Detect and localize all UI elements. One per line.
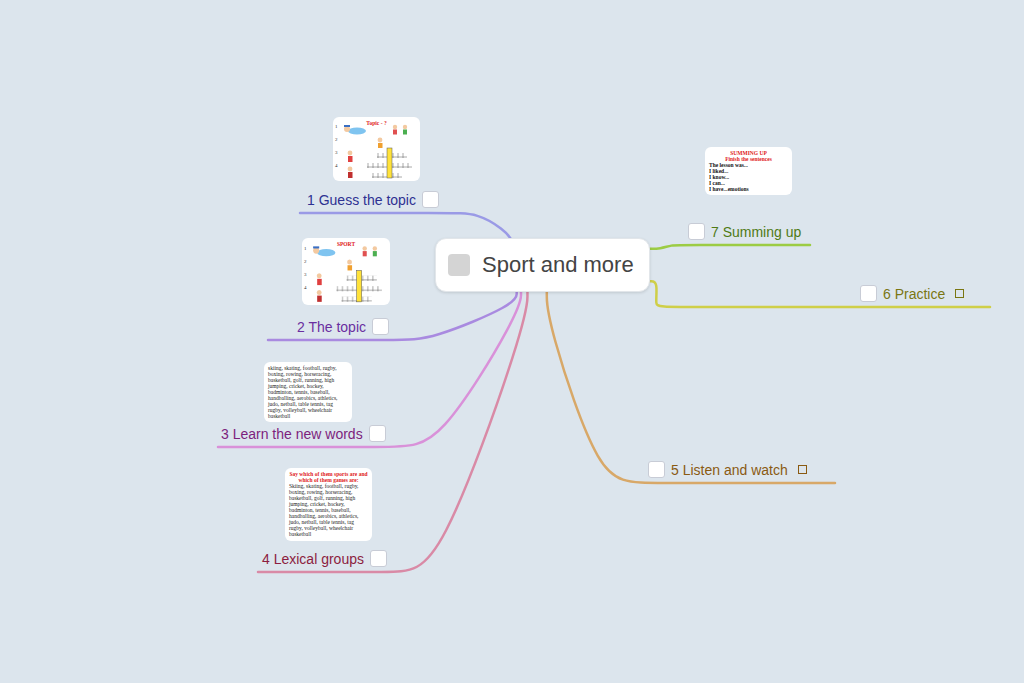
topic-text: 4 Lexical groups <box>262 551 364 567</box>
thumbnail-text: Topic - ? <box>337 120 416 126</box>
branch-topic: 1 Guess the topic Topic - ? <box>300 117 448 213</box>
thumbnail-card: SUMMING UPFinish the sentencesThe lesson… <box>705 147 792 195</box>
thumbnail-text: Skiing, skating, football, rugby, boxing… <box>289 483 368 537</box>
topic-text: 7 Summing up <box>711 224 801 240</box>
branch-topic: 4 Lexical groups Say which of them sports… <box>258 468 398 572</box>
central-topic-text: Sport and more <box>482 252 634 278</box>
central-topic-box: Sport and more <box>435 238 650 292</box>
thumbnail-text: The lesson was... <box>709 162 788 168</box>
callout-number: 2 <box>335 137 338 142</box>
topic-text: 5 Listen and watch <box>671 462 788 478</box>
branch-topic: 3 Learn the new words skiing, skating, fo… <box>218 362 398 447</box>
callout-number: 2 <box>304 259 307 264</box>
topic-label-row: 1 Guess the topic <box>307 191 439 208</box>
branch-topic: 5 Listen and watch <box>640 452 835 483</box>
note-icon <box>798 465 807 474</box>
thumbnail-card: Say which of them sports are and which o… <box>285 468 372 541</box>
topic-text: 6 Practice <box>883 286 945 302</box>
thumbnail-text: SPORT <box>306 241 386 247</box>
callout-number: 4 <box>304 285 307 290</box>
callout-number: 3 <box>335 150 338 155</box>
thumbnail-text: I know... <box>709 174 788 180</box>
branch-line <box>300 213 510 238</box>
callout-number: 1 <box>335 124 338 129</box>
topic-text: 2 The topic <box>297 319 366 335</box>
branch-line <box>650 245 810 249</box>
checkbox-icon <box>448 254 470 276</box>
callout-number: 4 <box>335 163 338 168</box>
checkbox-icon <box>648 461 665 478</box>
thumbnail-text: Say which of them sports are and which o… <box>289 471 368 483</box>
branch-topic: 2 The topic SPORT <box>268 238 400 340</box>
thumbnail-card: SPORT <box>302 238 390 305</box>
note-icon <box>955 289 964 298</box>
topic-label-row: 5 Listen and watch <box>648 461 807 478</box>
checkbox-icon <box>372 318 389 335</box>
branch-line <box>547 292 835 483</box>
thumbnail-text: I liked... <box>709 168 788 174</box>
branch-line <box>218 292 521 447</box>
checkbox-icon <box>688 223 705 240</box>
callout-number: 1 <box>304 246 307 251</box>
topic-text: 1 Guess the topic <box>307 192 416 208</box>
thumbnail-card: skiing, skating, football, rugby, boxing… <box>264 362 352 422</box>
topic-label-row: 3 Learn the new words <box>221 425 386 442</box>
thumbnail-text: Finish the sentences <box>709 156 788 162</box>
checkbox-icon <box>860 285 877 302</box>
thumbnail-text: skiing, skating, football, rugby, boxing… <box>268 365 348 419</box>
branch-topic: 7 Summing up SUMMING UPFinish the sentenc… <box>680 147 810 245</box>
topic-label-row: 2 The topic <box>297 318 389 335</box>
thumbnail-card: Topic - ? <box>333 117 420 181</box>
crossword-illustration <box>333 117 420 181</box>
thumbnail-text: I have...emotions <box>709 186 788 192</box>
topic-label-row: 4 Lexical groups <box>262 550 387 567</box>
checkbox-icon <box>369 425 386 442</box>
branch-line <box>650 281 990 307</box>
checkbox-icon <box>370 550 387 567</box>
callout-number: 3 <box>304 272 307 277</box>
topic-text: 3 Learn the new words <box>221 426 363 442</box>
checkbox-icon <box>422 191 439 208</box>
crossword-illustration <box>302 238 390 305</box>
topic-label-row: 6 Practice <box>860 285 964 302</box>
topic-label-row: 7 Summing up <box>688 223 801 240</box>
branch-topic: 6 Practice <box>660 276 990 307</box>
thumbnail-text: I can... <box>709 180 788 186</box>
thumbnail-text: SUMMING UP <box>709 150 788 156</box>
